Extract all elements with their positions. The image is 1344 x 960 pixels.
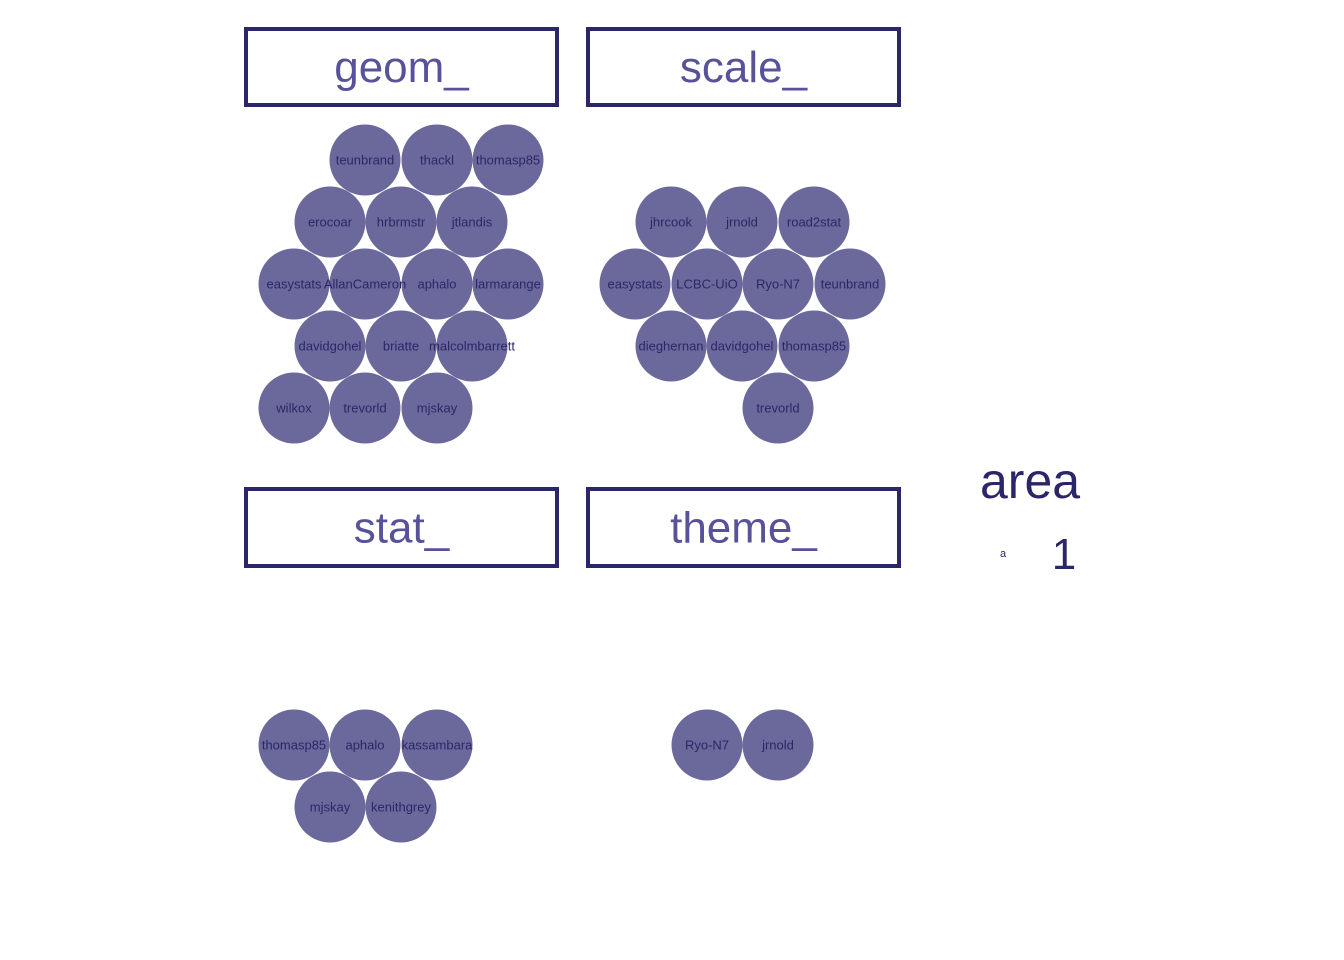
bubble-label: thackl	[420, 153, 454, 168]
bubble	[778, 310, 850, 382]
facet-geom: geom_ teunbrand thackl thomasp85 erocoar hrbr…	[244, 27, 559, 444]
bubble-label: thomasp85	[782, 339, 846, 354]
bubble	[329, 124, 401, 196]
bubble	[365, 771, 437, 843]
bubble	[365, 310, 437, 382]
legend-title: area	[980, 453, 1080, 509]
bubble-label: jhrcook	[649, 215, 692, 230]
bubble-label: aphalo	[417, 277, 456, 292]
bubble-label: dieghernan	[638, 339, 703, 354]
facet-strip-box	[586, 27, 901, 107]
legend-key: a	[1000, 548, 1007, 560]
facet-strip-label: scale_	[680, 43, 808, 92]
bubble-label: jtlandis	[451, 215, 493, 230]
facet-stat: stat_ thomasp85 aphalo kassambara mjskay keni…	[244, 487, 559, 843]
facet-strip-label: geom_	[334, 43, 469, 92]
bubble	[436, 186, 508, 258]
bubble-label: erocoar	[308, 215, 353, 230]
bubble-label: LCBC-UiO	[676, 277, 737, 292]
bubble	[258, 248, 330, 320]
bubble-label: hrbrmstr	[377, 215, 426, 230]
bubble-label: road2stat	[787, 215, 842, 230]
bubble	[742, 709, 814, 781]
facet-strip-label: theme_	[670, 504, 817, 553]
facet-strip-box	[244, 27, 559, 107]
bubble-label: kassambara	[402, 738, 474, 753]
bubble-label: Ryo-N7	[756, 277, 800, 292]
bubble	[401, 124, 473, 196]
bubble-label: trevorld	[343, 401, 386, 416]
bubble-label: malcolmbarrett	[429, 339, 515, 354]
bubble	[472, 124, 544, 196]
legend-value: 1	[1052, 530, 1076, 579]
bubble	[635, 310, 707, 382]
bubble-label: kenithgrey	[371, 800, 431, 815]
bubble	[401, 372, 473, 444]
bubble	[778, 186, 850, 258]
bubble-label: mjskay	[417, 401, 458, 416]
facet-theme: theme_ Ryo-N7 jrnold	[586, 487, 901, 781]
bubble	[258, 372, 330, 444]
bubble-label: easystats	[267, 277, 322, 292]
bubble	[401, 709, 473, 781]
bubble	[294, 771, 366, 843]
bubble-label: mjskay	[310, 800, 351, 815]
bubble-label: davidgohel	[711, 339, 774, 354]
bubble	[436, 310, 508, 382]
bubble	[329, 248, 401, 320]
bubble-label: jrnold	[761, 738, 794, 753]
bubble-label: trevorld	[756, 401, 799, 416]
bubble	[294, 310, 366, 382]
facet-strip-label: stat_	[354, 504, 450, 553]
legend: area a 1	[980, 453, 1080, 579]
bubble	[294, 186, 366, 258]
facet-strip-box	[244, 487, 559, 568]
bubble-label: larmarange	[475, 277, 541, 292]
bubble-label: briatte	[383, 339, 419, 354]
bubble	[742, 248, 814, 320]
facet-panels: geom_ teunbrand thackl thomasp85 erocoar hrbr…	[244, 27, 901, 843]
bubble-label: AllanCameron	[324, 277, 406, 292]
bubble-label: aphalo	[345, 738, 384, 753]
bubble-label: davidgohel	[299, 339, 362, 354]
bubble-label: Ryo-N7	[685, 738, 729, 753]
bubble-label: easystats	[608, 277, 663, 292]
bubble-label: thomasp85	[262, 738, 326, 753]
bubble	[706, 310, 778, 382]
bubble	[329, 372, 401, 444]
bubble-label: teunbrand	[336, 153, 395, 168]
bubble-label: jrnold	[725, 215, 758, 230]
facet-strip-box	[586, 487, 901, 568]
bubble	[329, 709, 401, 781]
bubble	[671, 248, 743, 320]
bubble	[365, 186, 437, 258]
bubble	[401, 248, 473, 320]
bubble	[599, 248, 671, 320]
bubble	[814, 248, 886, 320]
bubble-label: teunbrand	[821, 277, 880, 292]
bubble	[671, 709, 743, 781]
bubble	[706, 186, 778, 258]
bubble	[472, 248, 544, 320]
bubble	[258, 709, 330, 781]
bubble-label: wilkox	[275, 401, 312, 416]
bubble-label: thomasp85	[476, 153, 540, 168]
bubble	[635, 186, 707, 258]
facet-scale: scale_jhrcook jrnold road2stat easystats LCB…	[586, 27, 901, 444]
bubble	[742, 372, 814, 444]
